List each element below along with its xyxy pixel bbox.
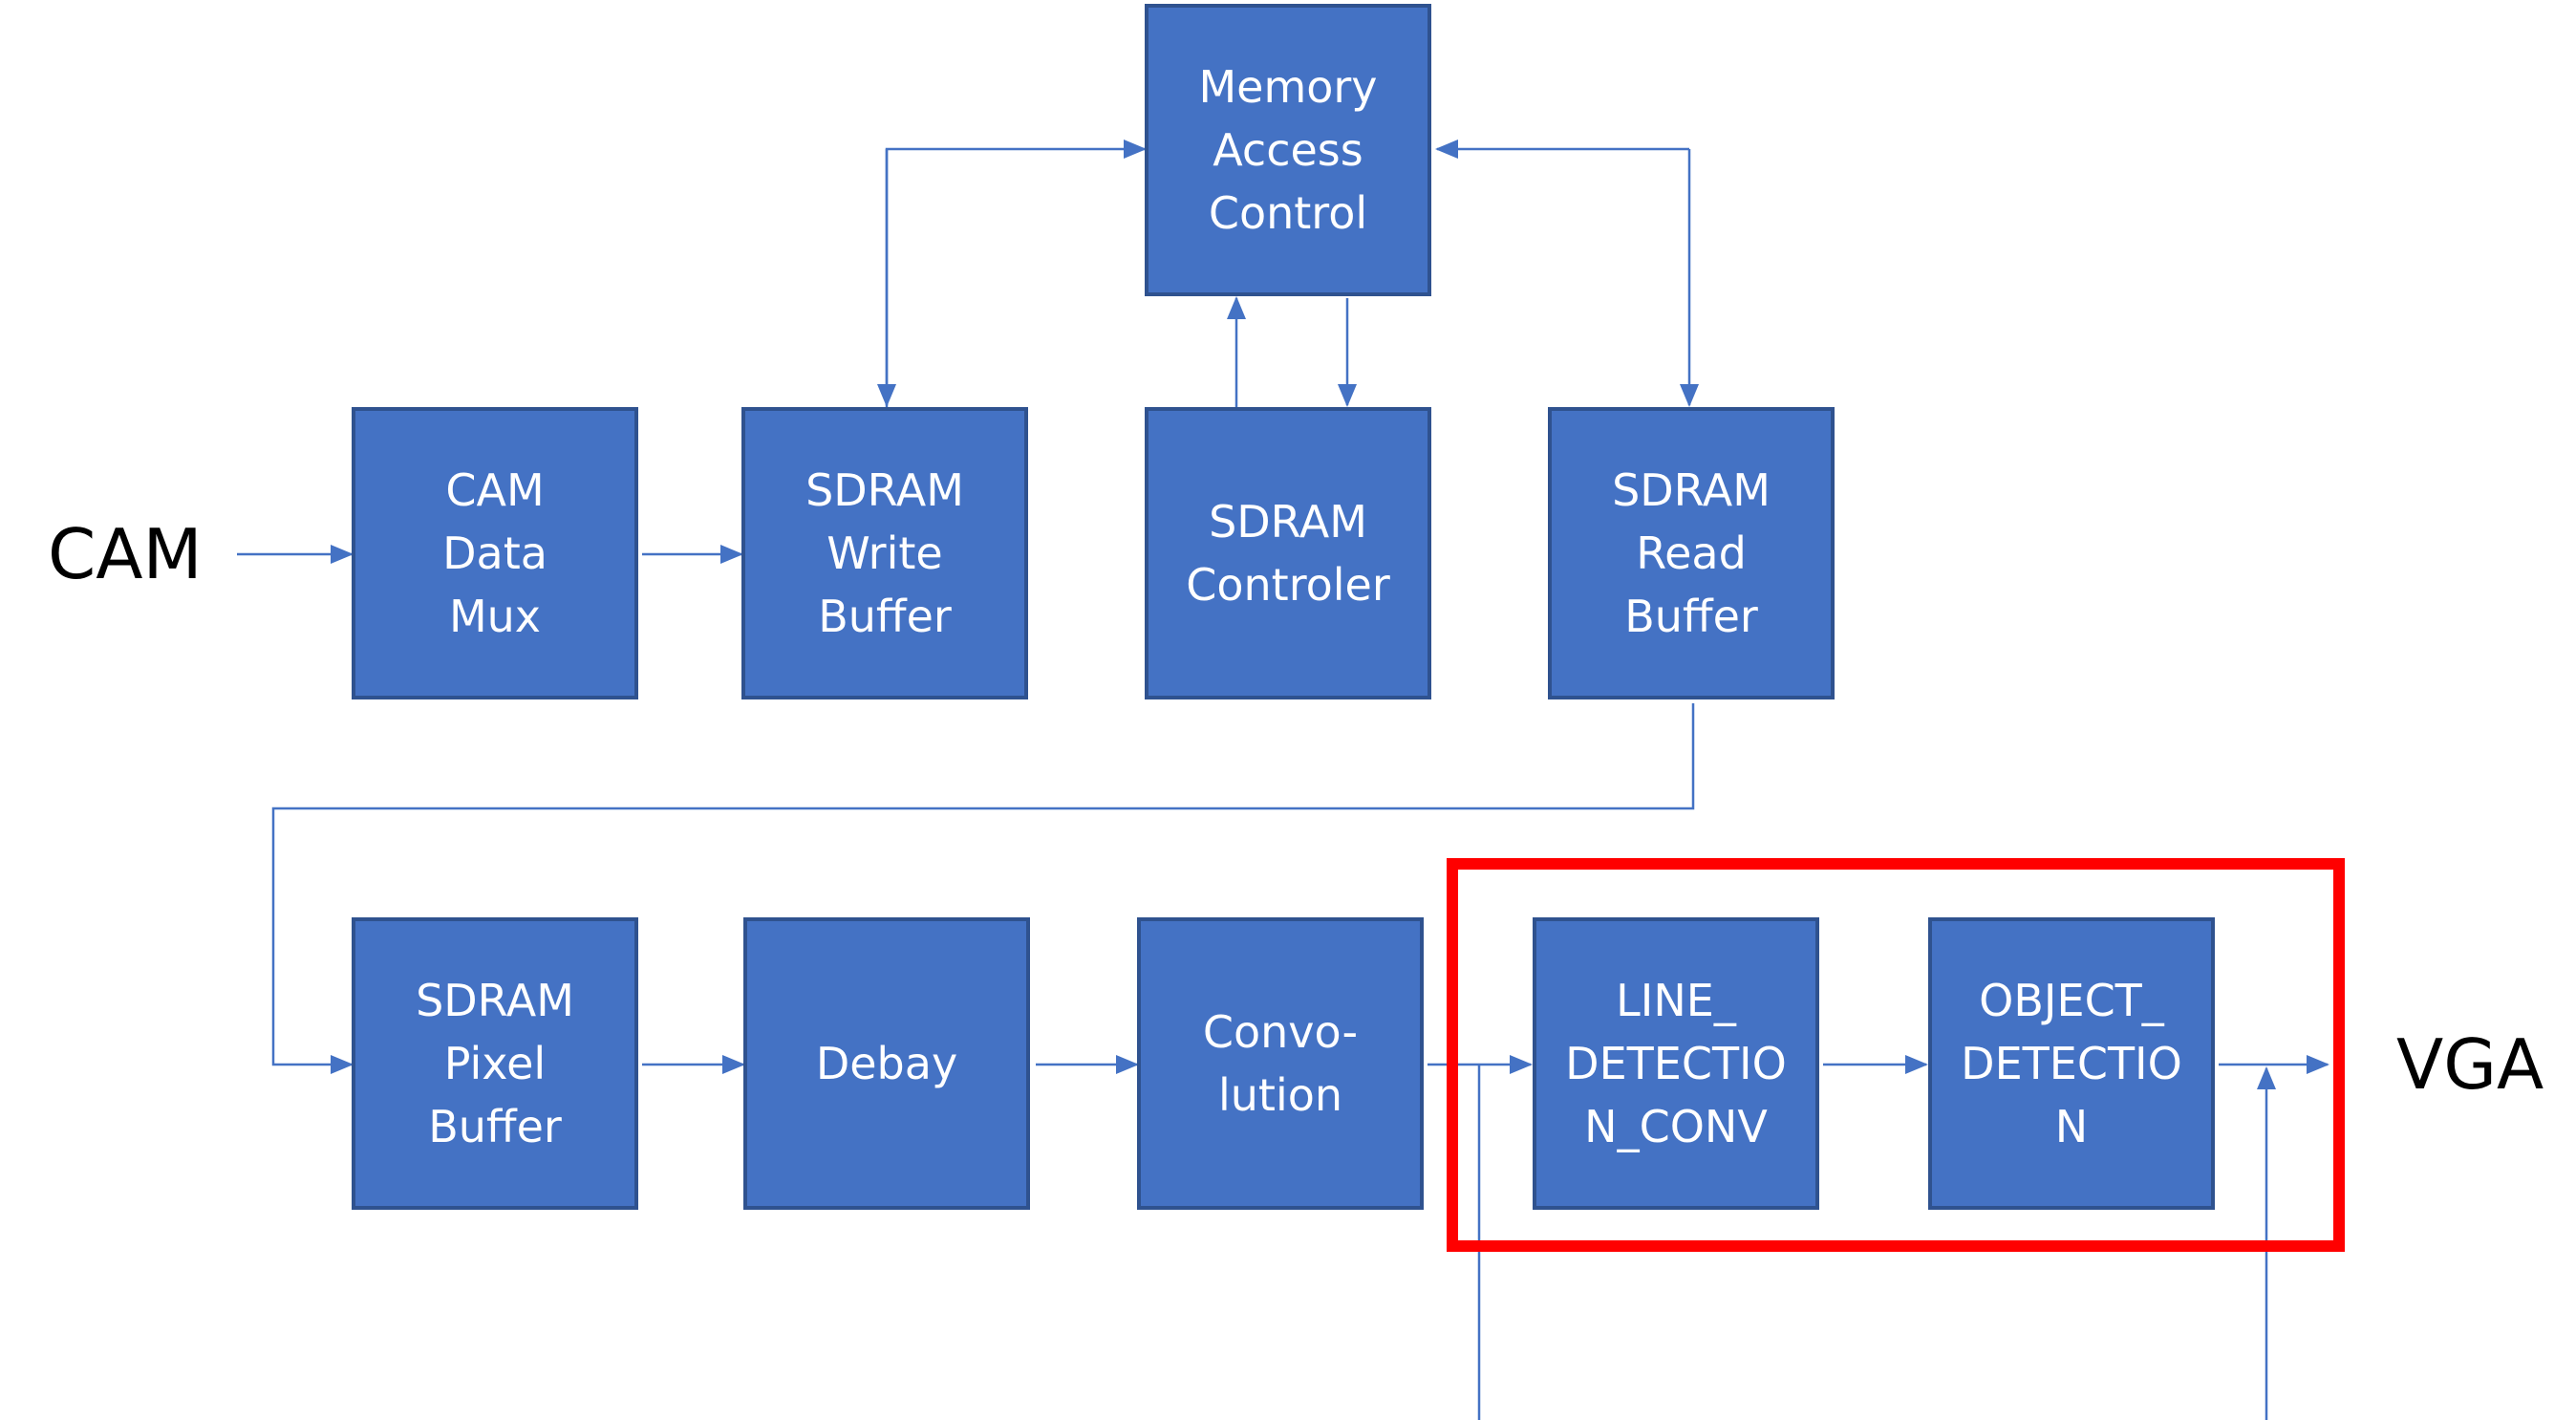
sdram-pixel-buffer-label: SDRAM Pixel Buffer xyxy=(416,975,574,1152)
sdram-read-buffer-label: SDRAM Read Buffer xyxy=(1612,464,1771,642)
convolution-label: Convo- lution xyxy=(1202,1006,1359,1121)
sdram-write-buffer-block[interactable]: SDRAM Write Buffer xyxy=(741,407,1028,699)
line-detection-conv-label: LINE_ DETECTIO N_CONV xyxy=(1565,975,1787,1152)
convolution-block[interactable]: Convo- lution xyxy=(1137,917,1424,1210)
memory-access-control-block[interactable]: Memory Access Control xyxy=(1145,4,1431,296)
sdram-controler-block[interactable]: SDRAM Controler xyxy=(1145,407,1431,699)
highlight-box xyxy=(1447,858,2345,1252)
vga-output-label: VGA xyxy=(2396,1024,2544,1105)
debay-label: Debay xyxy=(815,1038,958,1089)
object-detection-label: OBJECT_ DETECTIO N xyxy=(1961,975,2182,1152)
memory-access-control-label: Memory Access Control xyxy=(1198,61,1378,239)
sdram-write-buffer-label: SDRAM Write Buffer xyxy=(805,464,964,642)
cam-data-mux-block[interactable]: CAM Data Mux xyxy=(352,407,638,699)
arrow-write-buffer-to-memory xyxy=(885,140,1147,407)
sdram-controler-label: SDRAM Controler xyxy=(1186,496,1390,611)
cam-data-mux-label: CAM Data Mux xyxy=(442,464,547,642)
sdram-read-buffer-block[interactable]: SDRAM Read Buffer xyxy=(1548,407,1835,699)
line-detection-conv-block[interactable]: LINE_ DETECTIO N_CONV xyxy=(1533,917,1819,1210)
debay-block[interactable]: Debay xyxy=(743,917,1030,1210)
object-detection-block[interactable]: OBJECT_ DETECTIO N xyxy=(1928,917,2215,1210)
arrow-read-buffer-to-pixel-buffer xyxy=(271,703,1695,1074)
cam-input-label: CAM xyxy=(48,514,203,594)
sdram-pixel-buffer-block[interactable]: SDRAM Pixel Buffer xyxy=(352,917,638,1210)
